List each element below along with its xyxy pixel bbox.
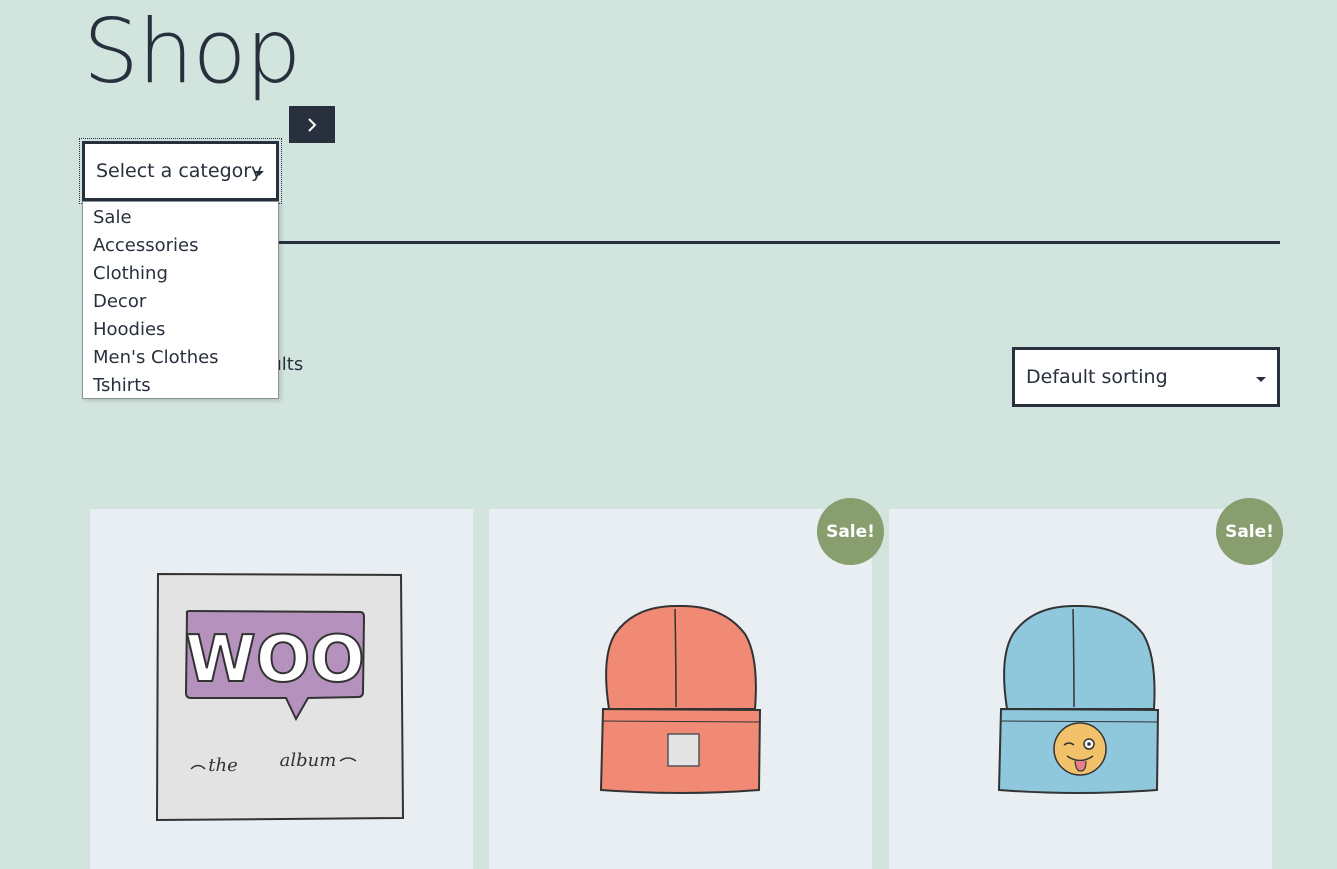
category-option-tshirts[interactable]: Tshirts xyxy=(93,375,151,396)
category-dropdown-list: Sale Accessories Clothing Decor Hoodies … xyxy=(82,201,279,399)
category-option-accessories[interactable]: Accessories xyxy=(93,235,199,256)
product-card[interactable] xyxy=(889,509,1272,869)
emoji-face-icon xyxy=(1053,722,1107,776)
product-card[interactable]: WOO the album xyxy=(90,509,473,869)
orange-beanie-image xyxy=(599,604,762,794)
chevron-right-icon xyxy=(308,117,317,132)
sale-badge: Sale! xyxy=(1216,498,1283,565)
sort-select[interactable]: Default sorting xyxy=(1012,347,1280,407)
sale-badge: Sale! xyxy=(817,498,884,565)
album-woo-text: WOO xyxy=(185,623,364,697)
caret-down-icon xyxy=(1256,377,1266,382)
category-option-hoodies[interactable]: Hoodies xyxy=(93,319,166,340)
category-option-mens-clothes[interactable]: Men's Clothes xyxy=(93,347,219,368)
page-title: Shop xyxy=(83,0,301,103)
sort-select-value: Default sorting xyxy=(1026,366,1168,388)
caret-down-icon xyxy=(254,171,264,176)
section-divider xyxy=(82,241,1280,244)
album-caption-album: album xyxy=(280,750,337,771)
category-option-decor[interactable]: Decor xyxy=(93,291,147,312)
go-button[interactable] xyxy=(289,106,335,143)
category-option-clothing[interactable]: Clothing xyxy=(93,263,168,284)
product-card[interactable] xyxy=(489,509,872,869)
category-option-sale[interactable]: Sale xyxy=(93,207,132,228)
woo-album-image: WOO the album xyxy=(155,572,405,822)
album-caption-the: the xyxy=(208,755,237,776)
category-select[interactable]: Select a category xyxy=(82,141,279,201)
category-select-value: Select a category xyxy=(96,160,263,182)
blue-beanie-image xyxy=(997,604,1160,794)
